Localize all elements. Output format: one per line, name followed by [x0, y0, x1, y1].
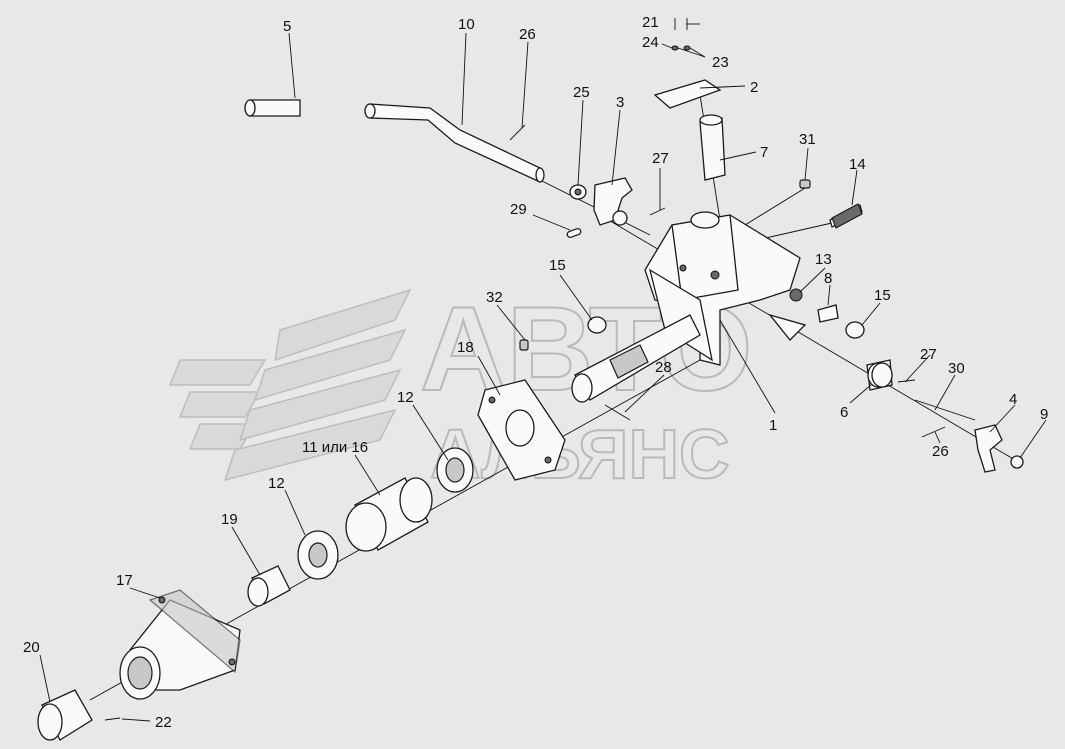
callout-6: 6: [840, 404, 848, 421]
leader-lines: [39, 23, 1047, 722]
callout-labels: 5 10 26 25 3 27 29 21 24 23 2 7 31 14 13…: [23, 14, 1048, 731]
coil-spring-part: [867, 362, 893, 388]
housing-part: [119, 589, 241, 700]
flange-part: [477, 379, 566, 481]
callout-19: 19: [221, 511, 238, 528]
callout-15-left: 15: [549, 257, 566, 274]
spring-part: [831, 203, 863, 229]
callout-29: 29: [510, 201, 527, 218]
tube-part: [699, 114, 726, 181]
callout-25: 25: [573, 84, 590, 101]
callout-11-or-16: 11 или 16: [302, 439, 368, 456]
callout-10: 10: [458, 16, 475, 33]
main-body-part: [644, 211, 807, 366]
callout-31: 31: [799, 131, 816, 148]
callout-28: 28: [655, 359, 672, 376]
callout-24: 24: [642, 34, 659, 51]
callout-17: 17: [116, 572, 133, 589]
callout-23: 23: [712, 54, 729, 71]
callout-13: 13: [815, 251, 832, 268]
callout-30: 30: [948, 360, 965, 377]
callout-21: 21: [642, 14, 659, 31]
nut-part: [247, 565, 291, 607]
callout-32: 32: [486, 289, 503, 306]
washer-lower-part: [297, 530, 339, 580]
callout-20: 20: [23, 639, 40, 656]
callout-12-upper: 12: [397, 389, 414, 406]
shaft-part: [571, 314, 701, 403]
callout-9: 9: [1040, 406, 1048, 423]
callout-14: 14: [849, 156, 866, 173]
cap-part: [37, 689, 93, 741]
callout-8: 8: [824, 270, 832, 287]
callout-26-top: 26: [519, 26, 536, 43]
plate-part: [653, 79, 722, 109]
bushing-part: [345, 477, 433, 552]
handle-lever-part: [244, 99, 545, 184]
callout-7: 7: [760, 144, 768, 161]
callout-2: 2: [750, 79, 758, 96]
callout-5: 5: [283, 18, 291, 35]
callout-18: 18: [457, 339, 474, 356]
callout-26-right: 26: [932, 443, 949, 460]
callout-15-right: 15: [874, 287, 891, 304]
callout-27-right: 27: [920, 346, 937, 363]
callout-22: 22: [155, 714, 172, 731]
callout-27-top: 27: [652, 150, 669, 167]
callout-1: 1: [769, 417, 777, 434]
callout-4: 4: [1009, 391, 1017, 408]
callout-3: 3: [616, 94, 624, 111]
callout-12-lower: 12: [268, 475, 285, 492]
washer-upper-part: [436, 447, 474, 493]
